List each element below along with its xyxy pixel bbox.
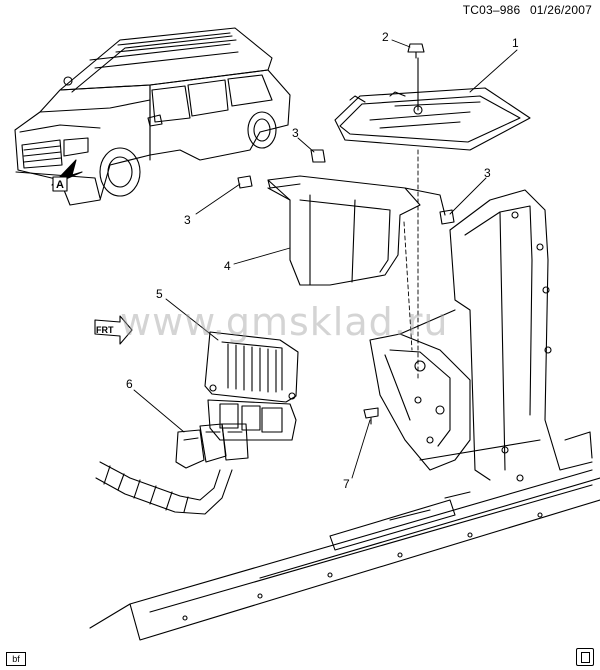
part-7-screw — [363, 407, 379, 425]
body-pillar — [369, 189, 593, 482]
part-3-clip — [237, 149, 455, 225]
part-5-ecm-module — [204, 331, 299, 441]
watermark: www.gmsklad.ru — [120, 300, 449, 344]
diagram-date: 01/26/2007 — [529, 3, 592, 17]
callout-3-left: 3 — [184, 213, 191, 227]
diagram-code: TC03–986 — [462, 3, 521, 17]
part-6-harness — [95, 423, 249, 515]
callout-2: 2 — [382, 30, 389, 44]
callout-7: 7 — [343, 477, 350, 491]
part-1-tray — [334, 57, 531, 151]
corner-tag: bf — [6, 652, 26, 666]
part-2-bolt — [407, 43, 425, 59]
view-marker-label: A — [56, 179, 64, 191]
rocker-sill — [89, 431, 600, 641]
front-label: FRT — [96, 325, 114, 335]
callout-3-top: 3 — [292, 126, 299, 140]
view-a-arrow — [51, 159, 83, 192]
callout-labels: 1 2 3 3 3 4 5 6 7 — [126, 30, 519, 491]
leader-lines — [133, 39, 518, 479]
callout-3-right: 3 — [484, 166, 491, 180]
vehicle-illustration — [14, 27, 291, 206]
document-icon — [576, 648, 594, 666]
assembly-guide-lines — [403, 57, 419, 381]
callout-4: 4 — [224, 259, 231, 273]
part-4-bracket — [267, 175, 446, 286]
callout-1: 1 — [512, 36, 519, 50]
callout-6: 6 — [126, 377, 133, 391]
callout-5: 5 — [156, 287, 163, 301]
front-direction-arrow — [94, 315, 133, 345]
diagram-header: TC03–986 01/26/2007 — [457, 3, 592, 17]
